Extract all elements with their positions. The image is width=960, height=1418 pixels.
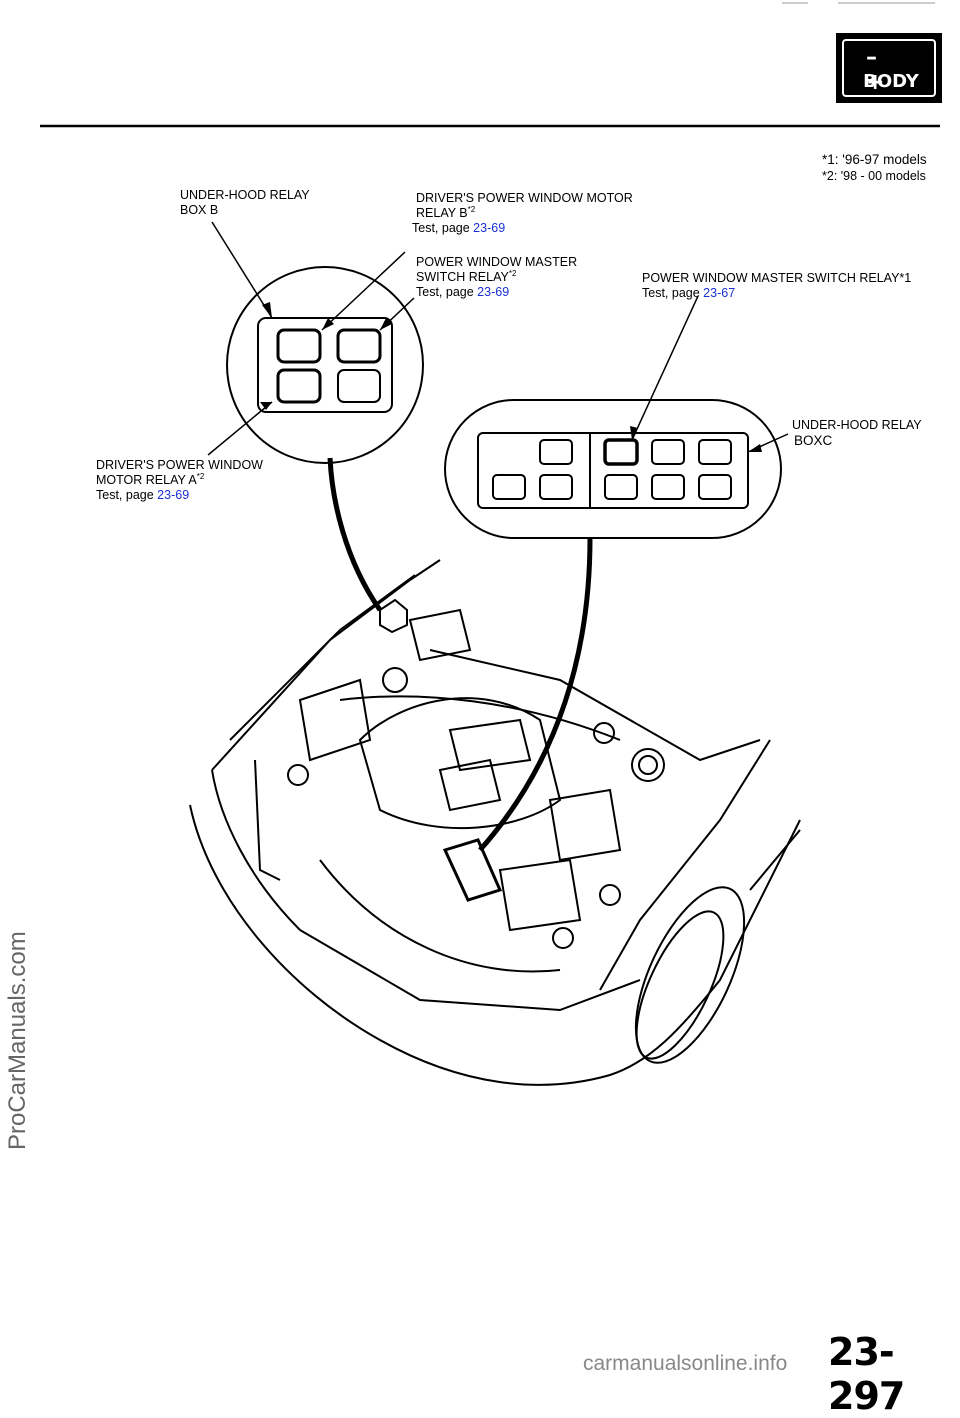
relay-box-b-line2: BOX B [180,203,219,217]
relay-box-c-line1: UNDER-HOOD RELAY [792,418,922,432]
relay-box-b-label: UNDER-HOOD RELAY BOX B [180,188,310,218]
battery-icon: – + BODY [842,39,936,97]
motor-relay-a-line1: DRIVER'S POWER WINDOW [96,458,263,472]
motor-relay-a-line2: MOTOR RELAY A [96,473,197,487]
model-note-2: *2: '98 - 00 models [822,169,926,183]
badge-label: BODY [863,71,919,92]
leader-arrowheads [260,302,762,452]
master-relay-2-page-link[interactable]: 23-69 [477,285,510,299]
motor-relay-b-page-link[interactable]: 23-69 [473,221,506,235]
side-watermark: ProCarManuals.com [4,931,31,1150]
car-outline [189,559,801,1086]
motor-relay-a-sup: *2 [196,471,205,481]
relay-box-b-line1: UNDER-HOOD RELAY [180,188,310,202]
relay-box-c-label: UNDER-HOOD RELAY BOXC [792,418,922,448]
master-relay-1-line1: POWER WINDOW MASTER SWITCH RELAY*1 [642,271,912,285]
page-number: 23-297 [828,1330,905,1418]
motor-relay-a-page-link[interactable]: 23-69 [157,488,190,502]
footer-watermark: carmanualsonline.info [583,1352,788,1375]
motor-relay-b-test: Test, page [412,221,470,235]
relay-box-c-line2: BOXC [794,433,833,448]
master-relay-2-sup: *2 [508,268,517,278]
master-relay-1-page-link[interactable]: 23-67 [703,286,736,300]
battery-terminal-signs: – + [866,45,907,95]
master-relay-2-line1: POWER WINDOW MASTER [416,255,578,269]
master-relay-2-label: POWER WINDOW MASTER SWITCH RELAY*2 Test,… [416,255,577,300]
body-section-badge: – + BODY [836,33,942,103]
motor-relay-a-label: DRIVER'S POWER WINDOW MOTOR RELAY A*2 Te… [96,458,263,503]
relay-box-c-detail [444,399,782,539]
motor-relay-b-line2: RELAY B [416,206,468,220]
master-relay-2-line2: SWITCH RELAY [416,270,509,284]
motor-relay-a-test: Test, page [96,488,154,502]
motor-relay-b-label: DRIVER'S POWER WINDOW MOTOR RELAY B*2 Te… [412,191,633,236]
motor-relay-b-line1: DRIVER'S POWER WINDOW MOTOR [416,191,633,205]
master-relay-1-test: Test, page [642,286,700,300]
master-relay-1-label: POWER WINDOW MASTER SWITCH RELAY*1 Test,… [642,271,911,301]
master-relay-2-test: Test, page [416,285,474,299]
engine-bay-illustration [40,2,940,1086]
model-note-1: *1: '96-97 models [822,152,927,167]
relay-box-b-detail [226,266,424,464]
motor-relay-b-sup: *2 [467,204,476,214]
callout-lines [327,457,593,852]
